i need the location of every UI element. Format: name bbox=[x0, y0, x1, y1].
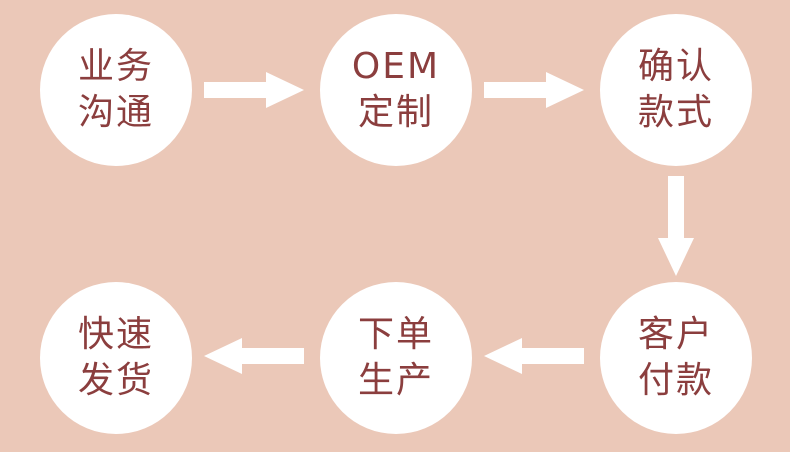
step-label-line1: 客户 bbox=[637, 314, 714, 355]
arrow-down-icon bbox=[658, 176, 694, 276]
step-label-line1: 确认 bbox=[637, 46, 714, 87]
step-label-line1: 快速 bbox=[77, 314, 154, 355]
step-label-line1: 下单 bbox=[357, 314, 434, 355]
arrow-right-icon bbox=[484, 72, 584, 108]
step-fast-delivery: 快速 发货 bbox=[40, 282, 192, 434]
step-order-production: 下单 生产 bbox=[320, 282, 472, 434]
step-label-line2: 款式 bbox=[637, 92, 714, 133]
step-oem-customization: OEM 定制 bbox=[320, 14, 472, 166]
step-label-line2: 定制 bbox=[357, 92, 434, 133]
step-label-line2: 沟通 bbox=[77, 92, 154, 133]
arrow-left-icon bbox=[204, 338, 304, 374]
step-business-communication: 业务 沟通 bbox=[40, 14, 192, 166]
step-label-line1: OEM bbox=[351, 46, 441, 87]
step-label-line2: 付款 bbox=[637, 360, 714, 401]
step-confirm-style: 确认 款式 bbox=[600, 14, 752, 166]
arrow-right-icon bbox=[204, 72, 304, 108]
step-label-line2: 生产 bbox=[357, 360, 434, 401]
arrow-left-icon bbox=[484, 338, 584, 374]
step-label-line2: 发货 bbox=[77, 360, 154, 401]
step-customer-payment: 客户 付款 bbox=[600, 282, 752, 434]
step-label-line1: 业务 bbox=[77, 46, 154, 87]
